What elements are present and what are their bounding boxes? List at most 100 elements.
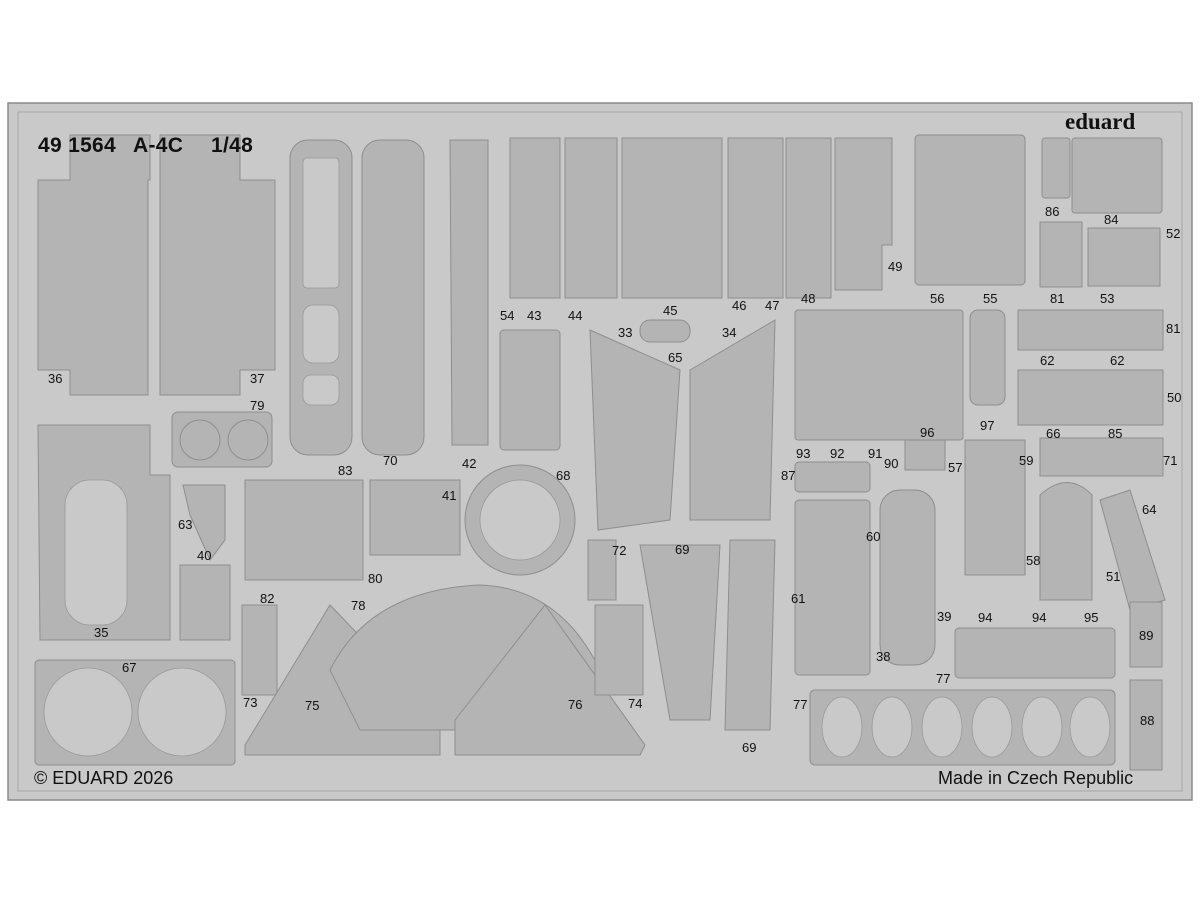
part-69-arm (724, 539, 776, 731)
part-number-label: 41 (442, 488, 456, 503)
part-83-window-a (302, 157, 340, 289)
part-number-label: 38 (876, 649, 890, 664)
part-number-label: 96 (920, 425, 934, 440)
part-65 (639, 319, 691, 343)
part-number-label: 75 (305, 698, 319, 713)
part-number-label: 94 (1032, 610, 1046, 625)
part-number-label: 53 (1100, 291, 1114, 306)
part-83-window-b (302, 304, 340, 364)
part-97 (969, 309, 1006, 406)
part-number-label: 60 (866, 529, 880, 544)
part-34-panel (689, 319, 776, 521)
part-58 (964, 439, 1026, 576)
part-77-ring-2 (871, 696, 913, 758)
part-number-label: 95 (1084, 610, 1098, 625)
part-number-label: 33 (618, 325, 632, 340)
part-number-label: 85 (1108, 426, 1122, 441)
part-number-label: 47 (765, 298, 779, 313)
part-number-label: 77 (936, 671, 950, 686)
part-number-label: 45 (663, 303, 677, 318)
part-number-label: 77 (793, 697, 807, 712)
part-33-panel (589, 329, 681, 531)
part-number-label: 69 (675, 542, 689, 557)
part-number-label: 62 (1040, 353, 1054, 368)
part-number-label: 43 (527, 308, 541, 323)
part-63 (182, 484, 226, 561)
scale-label: 1/48 (211, 134, 254, 157)
part-41 (369, 479, 461, 556)
part-number-label: 64 (1142, 502, 1156, 517)
part-59-71 (1039, 437, 1164, 477)
part-number-label: 62 (1110, 353, 1124, 368)
part-43-panel (509, 137, 561, 299)
part-number-label: 36 (48, 371, 62, 386)
part-number-label: 51 (1106, 569, 1120, 584)
part-number-label: 74 (628, 696, 642, 711)
part-64 (1099, 489, 1166, 611)
part-number-label: 72 (612, 543, 626, 558)
part-number-label: 89 (1139, 628, 1153, 643)
part-93-92-91-96-strips (794, 309, 964, 441)
part-81b (1017, 309, 1164, 351)
part-number-label: 42 (462, 456, 476, 471)
model-name: A-4C (133, 134, 184, 157)
part-number-label: 37 (250, 371, 264, 386)
part-number-label: 54 (500, 308, 514, 323)
part-number-label: 67 (122, 660, 136, 675)
part-number-label: 50 (1167, 390, 1181, 405)
part-74 (594, 604, 644, 696)
part-40 (179, 564, 231, 641)
part-77-ring-5 (1021, 696, 1063, 758)
part-number-label: 92 (830, 446, 844, 461)
part-76 (454, 604, 646, 756)
part-number-label: 35 (94, 625, 108, 640)
part-69-fork (639, 544, 721, 721)
part-number-label: 82 (260, 591, 274, 606)
part-56-55-block (914, 134, 1026, 286)
part-number-label: 52 (1166, 226, 1180, 241)
part-87 (794, 461, 871, 493)
part-number-label: 76 (568, 697, 582, 712)
part-number-label: 69 (742, 740, 756, 755)
part-46-strip (727, 137, 784, 299)
part-number-label: 34 (722, 325, 736, 340)
part-number-label: 39 (937, 609, 951, 624)
part-number-label: 79 (250, 398, 264, 413)
part-67-disc-b (137, 667, 227, 757)
part-number-label: 88 (1140, 713, 1154, 728)
part-number-label: 80 (368, 571, 382, 586)
part-90-57 (904, 439, 946, 471)
part-number-label: 63 (178, 517, 192, 532)
part-number-label: 81 (1166, 321, 1180, 336)
part-number-label: 56 (930, 291, 944, 306)
part-94-95 (954, 627, 1116, 679)
part-number-label: 71 (1163, 453, 1177, 468)
part-49-panel (834, 137, 893, 291)
part-36-panel (37, 134, 151, 396)
part-number-label: 97 (980, 418, 994, 433)
part-number-label: 94 (978, 610, 992, 625)
part-73 (241, 604, 278, 696)
part-number-label: 57 (948, 460, 962, 475)
part-number-label: 86 (1045, 204, 1059, 219)
part-77-ring-4 (971, 696, 1013, 758)
part-number-label: 87 (781, 468, 795, 483)
part-84 (1071, 137, 1163, 214)
part-72 (587, 539, 617, 601)
part-number-label: 93 (796, 446, 810, 461)
part-number-label: 58 (1026, 553, 1040, 568)
part-number-label: 49 (888, 259, 902, 274)
product-code: 49 1564 (38, 134, 117, 157)
part-number-label: 46 (732, 298, 746, 313)
part-number-label: 90 (884, 456, 898, 471)
part-80-82 (244, 479, 364, 581)
fret-inner-border (17, 111, 1183, 792)
part-89 (1129, 601, 1163, 668)
part-77-ring-6 (1069, 696, 1111, 758)
part-number-label: 44 (568, 308, 582, 323)
origin-text: Made in Czech Republic (938, 768, 1134, 788)
part-number-label: 68 (556, 468, 570, 483)
part-88 (1129, 679, 1163, 771)
